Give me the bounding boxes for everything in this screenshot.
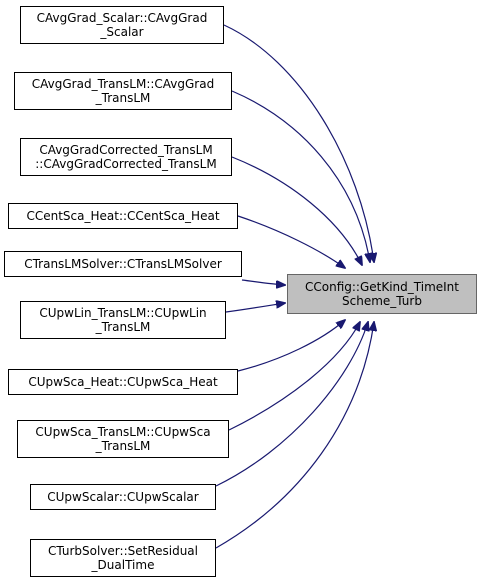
edge-cavggrad-scalar	[223, 24, 374, 262]
edge-cupwscalar	[215, 322, 368, 487]
edge-cupwlin-translm	[225, 303, 285, 313]
caller-node-label-line1: CUpwSca_Heat::CUpwSca_Heat	[28, 375, 218, 389]
edge-cupwsca-translm	[228, 322, 360, 431]
caller-node-label-line2: _TransLM	[95, 91, 151, 105]
caller-node-label-line1: CTransLMSolver::CTransLMSolver	[24, 257, 222, 271]
caller-node-ccentsca-heat[interactable]: CCentSca_Heat::CCentSca_Heat	[8, 203, 238, 229]
caller-node-ctranslmsolver[interactable]: CTransLMSolver::CTransLMSolver	[4, 251, 242, 277]
caller-node-label-line2: _TransLM	[95, 320, 151, 334]
caller-node-cupwsca-heat[interactable]: CUpwSca_Heat::CUpwSca_Heat	[8, 369, 238, 395]
caller-node-cupwlin-translm[interactable]: CUpwLin_TransLM::CUpwLin _TransLM	[20, 301, 226, 339]
target-node-label-line1: CConfig::GetKind_TimeInt	[305, 280, 459, 294]
caller-node-cupwscalar[interactable]: CUpwScalar::CUpwScalar	[30, 484, 216, 510]
caller-node-label-line2: _DualTime	[91, 558, 155, 572]
caller-node-label-line2: _Scalar	[100, 25, 144, 39]
caller-node-label-line1: CTurbSolver::SetResidual	[47, 544, 198, 558]
edge-ctranslmsolver	[241, 279, 285, 285]
caller-node-label-line1: CUpwSca_TransLM::CUpwSca	[35, 425, 211, 439]
caller-node-cavggradcorrected-translm[interactable]: CAvgGradCorrected_TransLM ::CAvgGradCorr…	[20, 138, 232, 176]
caller-node-label-line1: CAvgGrad_Scalar::CAvgGrad	[36, 11, 208, 25]
caller-node-label-line1: CAvgGrad_TransLM::CAvgGrad	[31, 77, 215, 91]
caller-node-label-line1: CUpwLin_TransLM::CUpwLin	[39, 306, 207, 320]
caller-node-label-line2: ::CAvgGradCorrected_TransLM	[35, 157, 217, 171]
target-node-getkind-timeint-scheme-turb: CConfig::GetKind_TimeInt Scheme_Turb	[287, 274, 477, 314]
caller-node-cavggrad-scalar[interactable]: CAvgGrad_Scalar::CAvgGrad _Scalar	[20, 6, 224, 44]
caller-node-cavggrad-translm[interactable]: CAvgGrad_TransLM::CAvgGrad _TransLM	[14, 72, 232, 110]
caller-node-cupwsca-translm[interactable]: CUpwSca_TransLM::CUpwSca _TransLM	[17, 420, 229, 458]
caller-node-cturbsolver-setresidual[interactable]: CTurbSolver::SetResidual _DualTime	[30, 539, 216, 577]
caller-node-label-line2: _TransLM	[95, 439, 151, 453]
caller-node-label-line1: CUpwScalar::CUpwScalar	[47, 490, 199, 504]
edge-cavggradcorrected-translm	[231, 156, 362, 265]
edge-cupwsca-heat	[237, 320, 345, 372]
edge-cavggrad-translm	[231, 90, 370, 262]
caller-node-label-line1: CAvgGradCorrected_TransLM	[39, 143, 213, 157]
edge-cturbsolver-setresidual	[215, 322, 374, 549]
edge-ccentsca-heat	[237, 215, 345, 268]
target-node-label-line2: Scheme_Turb	[342, 294, 422, 308]
caller-node-label-line1: CCentSca_Heat::CCentSca_Heat	[26, 209, 220, 223]
